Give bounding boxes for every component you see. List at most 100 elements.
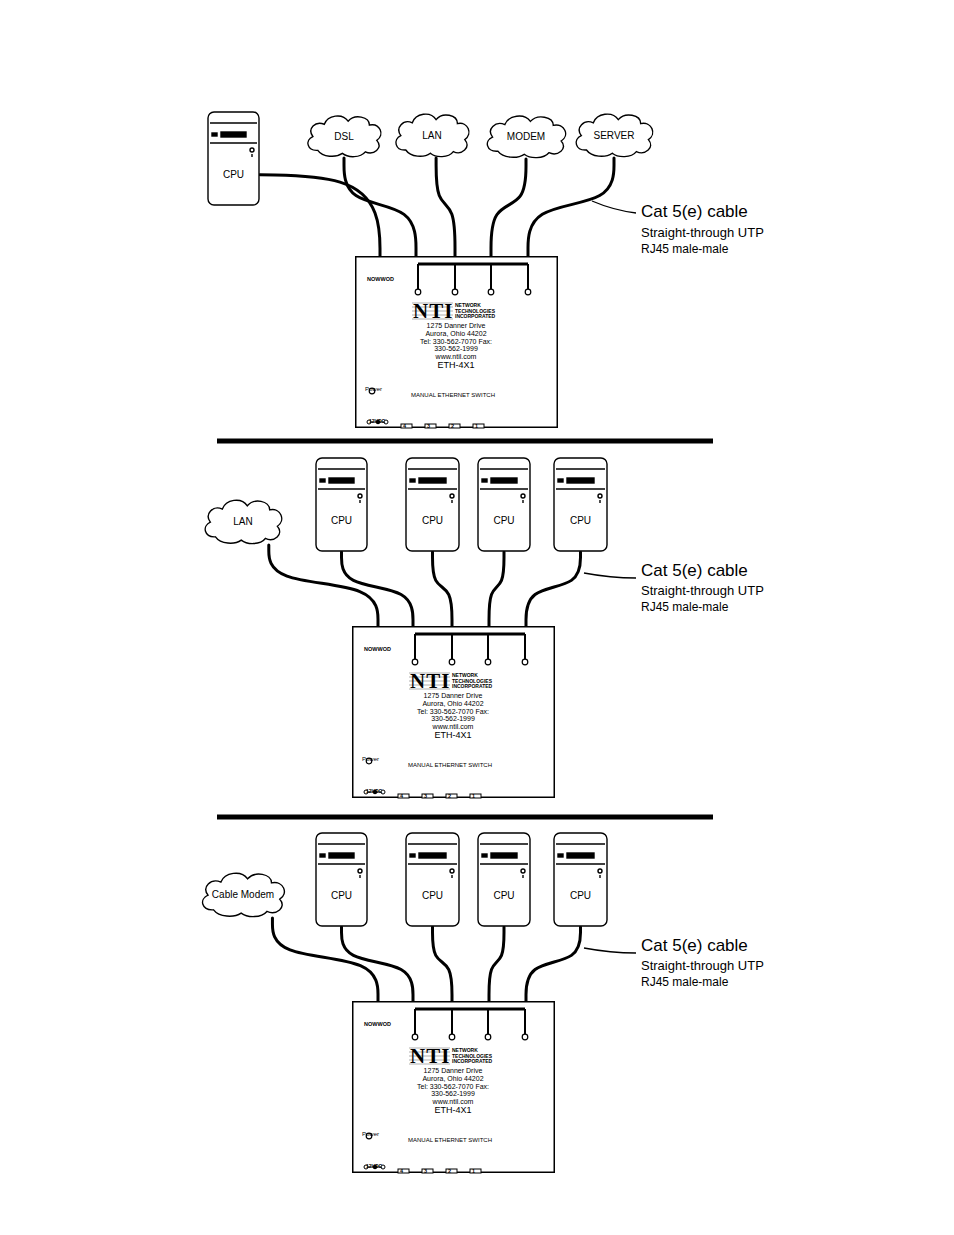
company-name: NETWORK TECHNOLOGIES INCORPORATED xyxy=(455,303,503,320)
network-name: MODEM xyxy=(507,131,545,142)
power-input-label-slot: 12VDC xyxy=(369,409,385,427)
port-number-slot: 2 xyxy=(448,1159,451,1177)
cloud-shape xyxy=(308,116,381,157)
callout-slot: RJ45 male-male xyxy=(641,972,728,990)
computer-tower: CPU xyxy=(207,111,260,206)
port-number-slot: 4 xyxy=(400,784,403,802)
callout-slot: Straight-through UTP xyxy=(641,956,764,974)
cpu-outline xyxy=(405,832,460,927)
cloud-shape xyxy=(205,500,282,543)
cable-callout: Cat 5(e) cable xyxy=(641,561,748,580)
network-cloud: LAN xyxy=(200,496,286,545)
computer-label: CPU xyxy=(331,515,352,526)
port-number: 4 xyxy=(400,793,403,799)
cable-callout: Straight-through UTP xyxy=(641,958,764,973)
ethernet-switch: NOWWODNTINETWORK TECHNOLOGIES INCORPORAT… xyxy=(352,1001,555,1173)
logo-slot: NTI xyxy=(410,1045,450,1068)
address: 1275 Danner Drive Aurora, Ohio 44202 Tel… xyxy=(417,1067,489,1106)
company-name-slot: NETWORK TECHNOLOGIES INCORPORATED xyxy=(452,673,500,690)
power-label-slot: Power xyxy=(362,1122,379,1140)
cat5-cable xyxy=(342,552,414,626)
leader-line xyxy=(592,201,636,213)
computer-label: CPU xyxy=(570,515,591,526)
port-number-slot: 2 xyxy=(448,784,451,802)
cable-callout: Straight-through UTP xyxy=(641,583,764,598)
logo: NTI xyxy=(413,300,453,323)
computer-tower: CPU xyxy=(477,457,531,552)
computer-label: CPU xyxy=(493,515,514,526)
network-name: SERVER xyxy=(594,130,635,141)
power-input-label-slot: 12VDC xyxy=(366,1154,382,1172)
port-number: 1 xyxy=(472,1168,475,1174)
port-number-slot: 3 xyxy=(424,784,427,802)
computer-label: CPU xyxy=(570,890,591,901)
network-name: Cable Modem xyxy=(212,889,274,900)
logo-slot: NTI xyxy=(410,670,450,693)
divider xyxy=(217,815,713,820)
port-number-slot: 3 xyxy=(424,1159,427,1177)
cable-callout: RJ45 male-male xyxy=(641,600,728,614)
port-number: 2 xyxy=(448,793,451,799)
leader-line xyxy=(584,573,636,578)
address: 1275 Danner Drive Aurora, Ohio 44202 Tel… xyxy=(420,322,492,361)
cat5-cable xyxy=(260,175,380,256)
tower-drawing xyxy=(478,833,530,926)
port-number-slot: 4 xyxy=(400,1159,403,1177)
model-name: ETH-4X1 xyxy=(413,731,493,741)
cpu-outline xyxy=(315,832,368,927)
company-name-slot: NETWORK TECHNOLOGIES INCORPORATED xyxy=(455,303,503,320)
model-name-slot: ETH-4X1 xyxy=(416,361,496,371)
switch-type-slot: MANUAL ETHERNET SWITCH xyxy=(411,383,495,401)
ethernet-switch: NOWWODNTINETWORK TECHNOLOGIES INCORPORAT… xyxy=(352,626,555,798)
address-slot: 1275 Danner Drive Aurora, Ohio 44202 Tel… xyxy=(417,692,489,731)
port-number-slot: 4 xyxy=(403,414,406,432)
network-name: DSL xyxy=(334,131,353,142)
logo-slot: NTI xyxy=(413,300,453,323)
switch-type: MANUAL ETHERNET SWITCH xyxy=(411,392,495,399)
cpu-outline xyxy=(477,457,531,552)
address-slot: 1275 Danner Drive Aurora, Ohio 44202 Tel… xyxy=(420,322,492,361)
cloud-shape xyxy=(487,116,565,158)
cat5-cable xyxy=(433,927,453,1001)
callout-slot: RJ45 male-male xyxy=(641,597,728,615)
network-cloud: DSL xyxy=(303,112,385,158)
computer-tower: CPU xyxy=(477,832,531,927)
callout-slot: Straight-through UTP xyxy=(641,223,764,241)
logo: NTI xyxy=(410,670,450,693)
power-input-label: 12VDC xyxy=(366,789,382,795)
port-number-slot: 1 xyxy=(475,414,478,432)
computer-tower: CPU xyxy=(553,832,608,927)
power-input-label: 12VDC xyxy=(369,419,385,425)
port-number-slot: 1 xyxy=(472,784,475,802)
cpu-outline xyxy=(477,832,531,927)
callout-slot: Cat 5(e) cable xyxy=(641,562,748,581)
port-number: 3 xyxy=(427,423,430,429)
network-name: LAN xyxy=(422,130,441,141)
company-name: NETWORK TECHNOLOGIES INCORPORATED xyxy=(452,1048,500,1065)
cable-callout: RJ45 male-male xyxy=(641,975,728,989)
model-code: NOWWOD xyxy=(367,276,394,282)
computer-label: CPU xyxy=(493,890,514,901)
network-cloud: LAN xyxy=(391,110,473,158)
cloud-shape xyxy=(576,114,653,156)
cable-callout: Cat 5(e) cable xyxy=(641,202,748,221)
tower-drawing xyxy=(316,458,367,551)
computer-label: CPU xyxy=(422,515,443,526)
network-cloud: SERVER xyxy=(571,110,657,158)
port-number-slot: 1 xyxy=(472,1159,475,1177)
network-cloud: Cable Modem xyxy=(197,869,289,918)
computer-tower: CPU xyxy=(315,832,368,927)
power-label-slot: Power xyxy=(365,377,382,395)
computer-label: CPU xyxy=(422,890,443,901)
callout-slot: Cat 5(e) cable xyxy=(641,937,748,956)
address-slot: 1275 Danner Drive Aurora, Ohio 44202 Tel… xyxy=(417,1067,489,1106)
switch-type: MANUAL ETHERNET SWITCH xyxy=(408,1137,492,1144)
power-label: Power xyxy=(365,386,382,393)
callout-slot: Cat 5(e) cable xyxy=(641,203,748,222)
cable-callout: RJ45 male-male xyxy=(641,242,728,256)
power-label: Power xyxy=(362,1131,379,1138)
port-number: 1 xyxy=(472,793,475,799)
switch-type-slot: MANUAL ETHERNET SWITCH xyxy=(408,1128,492,1146)
model-code-slot: NOWWOD xyxy=(367,267,394,285)
tower-drawing xyxy=(406,458,459,551)
